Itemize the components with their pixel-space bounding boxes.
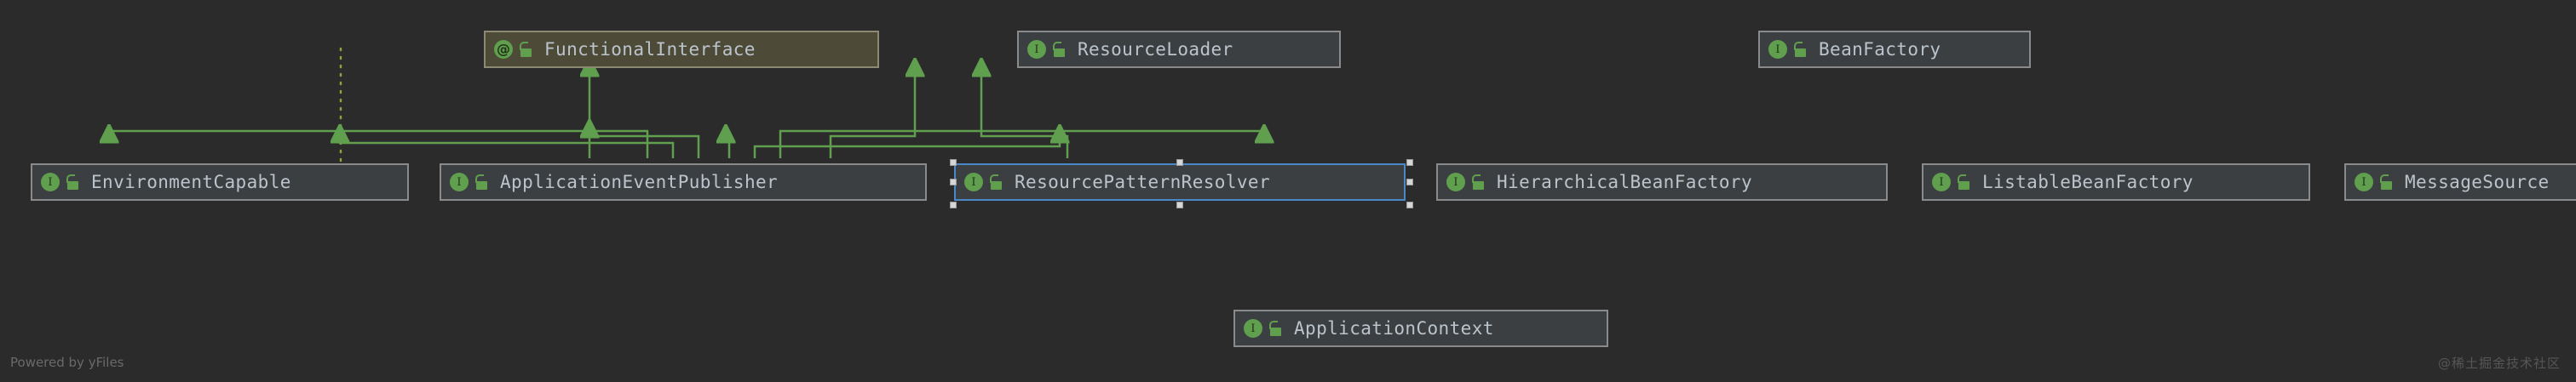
selection-handle-se[interactable] [1406,202,1413,208]
class-node-listable-bean-factory[interactable]: I ListableBeanFactory [1922,163,2310,201]
unlock-icon [474,174,488,190]
interface-icon: I [1768,40,1787,59]
class-node-label: ResourcePatternResolver [1015,172,1270,192]
class-node-label: HierarchicalBeanFactory [1497,172,1752,192]
class-node-label: ListableBeanFactory [1982,172,2194,192]
interface-icon: I [41,173,60,191]
watermark-label: @稀土掘金技术社区 [2437,356,2561,371]
edge-hbf-to-bf [829,60,915,158]
class-node-label: FunctionalInterface [544,39,756,60]
edge-ac-to-lbf [753,126,1060,158]
edge-ac-to-hbf [726,126,729,158]
unlock-icon [1052,42,1066,57]
selection-handle-s[interactable] [1176,202,1183,208]
selection-handle-w[interactable] [950,179,957,185]
selection-handle-nw[interactable] [950,159,957,166]
class-node-label: EnvironmentCapable [91,172,291,192]
unlock-icon [1957,174,1970,190]
interface-icon: I [1027,40,1046,59]
unlock-icon [989,174,1003,190]
edge-ac-to-ec [109,126,649,158]
class-node-label: BeanFactory [1819,39,1941,60]
interface-icon: I [1244,319,1262,338]
unlock-icon [2379,174,2393,190]
class-node-application-event-publisher[interactable]: I ApplicationEventPublisher [440,163,927,201]
edge-ac-to-rpr [589,121,700,158]
class-node-application-context[interactable]: I ApplicationContext [1233,310,1608,347]
selection-handle-n[interactable] [1176,159,1183,166]
class-node-label: MessageSource [2405,172,2550,192]
unlock-icon [66,174,79,190]
class-node-hierarchical-bean-factory[interactable]: I HierarchicalBeanFactory [1436,163,1888,201]
interface-icon: I [1446,173,1465,191]
class-node-resource-loader[interactable]: I ResourceLoader [1017,31,1341,68]
class-node-bean-factory[interactable]: I BeanFactory [1758,31,2031,68]
class-node-label: ApplicationEventPublisher [500,172,779,192]
class-node-message-source[interactable]: I MessageSource [2344,163,2576,201]
powered-by-label: Powered by yFiles [10,355,124,370]
annotation-icon: @ [494,40,513,59]
interface-icon: I [964,173,983,191]
interface-icon: I [2355,173,2373,191]
edge-ac-to-aep [340,126,675,158]
class-node-label: ApplicationContext [1294,318,1494,339]
class-node-functional-interface[interactable]: @ FunctionalInterface [484,31,879,68]
edge-lbf-to-bf [981,60,1069,158]
class-node-label: ResourceLoader [1078,39,1233,60]
unlock-icon [1471,174,1485,190]
unlock-icon [1268,321,1282,336]
class-node-environment-capable[interactable]: I EnvironmentCapable [31,163,409,201]
selection-handle-sw[interactable] [950,202,957,208]
selection-handle-ne[interactable] [1406,159,1413,166]
class-node-resource-pattern-resolver[interactable]: I ResourcePatternResolver [954,163,1406,201]
selection-handle-e[interactable] [1406,179,1413,185]
interface-icon: I [1932,173,1951,191]
edge-ac-to-ms [779,126,1264,158]
unlock-icon [519,42,532,57]
unlock-icon [1793,42,1807,57]
interface-icon: I [450,173,469,191]
